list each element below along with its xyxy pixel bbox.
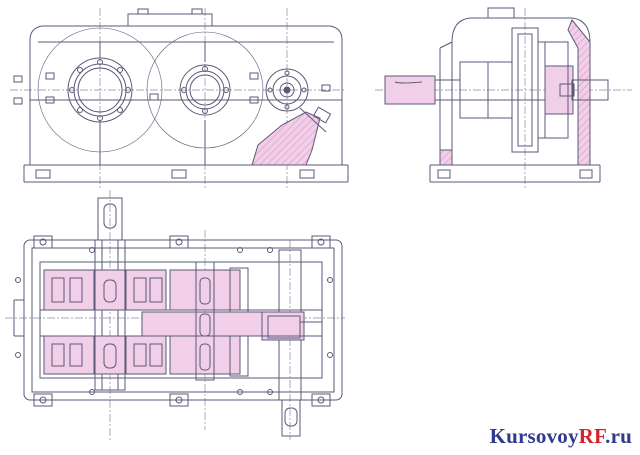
front-flange-bolts xyxy=(13,72,331,105)
plan-housing xyxy=(13,235,343,407)
watermark-accent: RF xyxy=(578,424,606,448)
watermark-main: Kursovoy xyxy=(489,424,579,448)
side-view xyxy=(375,7,632,190)
watermark-tail: .ru xyxy=(605,424,632,448)
plan-view xyxy=(5,190,345,440)
plan-gear-details xyxy=(40,261,322,381)
watermark: KursovoyRF.ru xyxy=(490,424,632,449)
front-oil-section xyxy=(251,106,332,166)
plan-gear-sections xyxy=(43,269,305,375)
side-input-shaft xyxy=(384,75,609,105)
front-housing xyxy=(23,8,349,183)
front-view xyxy=(10,8,349,190)
front-bearing-covers xyxy=(67,57,309,123)
